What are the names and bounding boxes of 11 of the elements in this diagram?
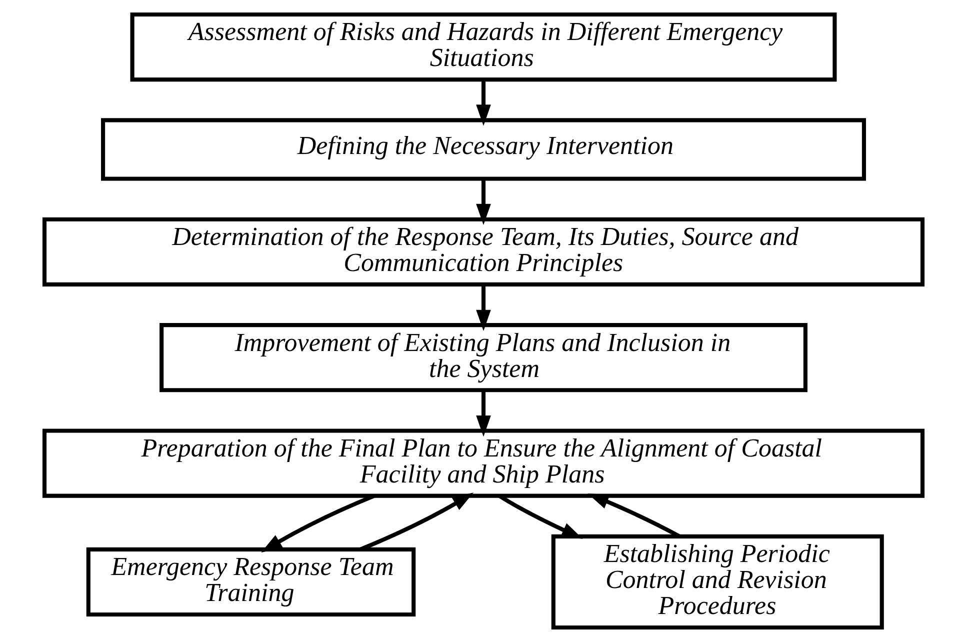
node-box: Determination of the Response Team, Its Duties, Source and Communication Principles xyxy=(42,217,924,286)
node-box: Defining the Necessary Intervention xyxy=(100,118,866,181)
node-box: Improvement of Existing Plans and Inclusion in the System xyxy=(159,323,807,392)
node-box: Establishing Periodic Control and Revision Procedures xyxy=(550,534,884,630)
node-box: Emergency Response Team Training xyxy=(86,547,416,616)
node-box: Assessment of Risks and Hazards in Different Emergency Situations xyxy=(130,12,836,82)
node-box: Preparation of the Final Plan to Ensure the Alignment of Coastal Facility and Ship Plans xyxy=(42,428,924,498)
arrow xyxy=(476,179,490,226)
arrow xyxy=(476,284,490,331)
arrow xyxy=(476,390,490,437)
arrow xyxy=(476,80,490,126)
